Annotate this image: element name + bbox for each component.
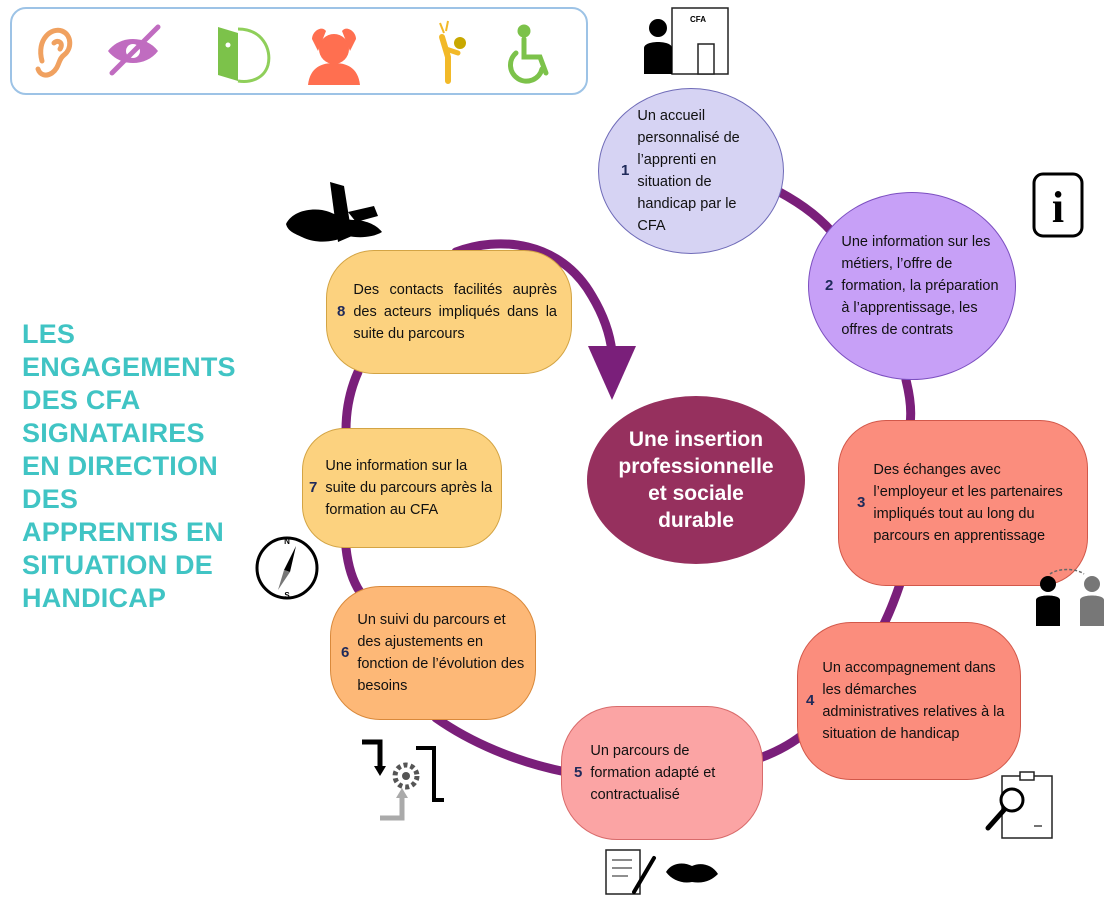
step-number: 1 <box>621 162 630 179</box>
center-outcome: Une insertion professionnelle et sociale… <box>587 396 805 564</box>
handicap-icons-bar <box>10 7 588 95</box>
handshake-contacts-icon <box>286 182 382 242</box>
step-number: 7 <box>309 479 318 496</box>
step-6-bubble: 6 Un suivi du parcours et des ajustement… <box>330 586 536 720</box>
compass-icon: N S <box>255 536 319 600</box>
step-7-bubble: 7 Une information sur la suite du parcou… <box>302 428 502 548</box>
step-text: Un suivi du parcours et des ajustements … <box>357 612 525 694</box>
connector-2-3 <box>901 375 916 429</box>
connector-6-7 <box>341 543 365 597</box>
step-3-bubble: 3 Des échanges avec l’employeur et les p… <box>838 420 1088 586</box>
step-text: Un parcours de formation adapté et contr… <box>590 743 716 803</box>
step-text: Un accueil personnalisé de l’apprenti en… <box>637 108 740 234</box>
step-number: 4 <box>806 692 815 709</box>
diagram-title: LES ENGAGEMENTS DES CFA SIGNATAIRES EN D… <box>22 319 236 613</box>
step-text: Des contacts facilités auprès des acteur… <box>353 282 557 342</box>
compass-north-label: N <box>284 537 290 546</box>
step-2-bubble: 2 Une information sur les métiers, l’off… <box>808 192 1016 380</box>
connector-7-8 <box>341 367 363 435</box>
connector-8-center <box>451 239 617 357</box>
step-4-bubble: 4 Un accompagnement dans les démarches a… <box>797 622 1021 780</box>
wheelchair-icon <box>508 24 549 84</box>
magnifier-document-icon <box>985 771 1053 839</box>
step-number: 3 <box>857 494 866 511</box>
step-1-bubble: 1 Un accueil personnalisé de l’apprenti … <box>598 88 784 254</box>
center-arrow-head <box>588 346 636 400</box>
step-number: 2 <box>825 277 834 294</box>
cfa-sign-text: CFA <box>690 15 706 24</box>
step-number: 6 <box>341 644 350 661</box>
step-5-bubble: 5 Un parcours de formation adapté et con… <box>561 706 763 840</box>
step-number: 5 <box>574 764 583 781</box>
step-text: Des échanges avec l’employeur et les par… <box>873 462 1063 544</box>
face-mask-icon <box>218 27 271 83</box>
cfa-building-icon: CFA <box>644 7 729 75</box>
step-8-bubble: 8 Des contacts facilités auprès des acte… <box>326 250 572 374</box>
person-bending-icon <box>439 20 466 84</box>
connector-5-6 <box>431 713 571 777</box>
step-number: 8 <box>337 303 346 320</box>
info-icon: i <box>1032 172 1084 238</box>
crossed-eye-icon <box>108 24 161 76</box>
ear-icon <box>35 27 73 78</box>
step-text: Une information sur les métiers, l’offre… <box>841 234 999 338</box>
contract-handshake-icon <box>605 849 718 895</box>
info-sign-text: i <box>1052 183 1064 232</box>
head-pain-icon <box>308 28 360 85</box>
people-exchange-icon <box>1036 568 1104 626</box>
compass-south-label: S <box>284 591 290 600</box>
step-text: Une information sur la suite du parcours… <box>325 458 493 518</box>
step-text: Un accompagnement dans les démarches adm… <box>822 660 1005 742</box>
process-gear-icon <box>362 739 444 821</box>
